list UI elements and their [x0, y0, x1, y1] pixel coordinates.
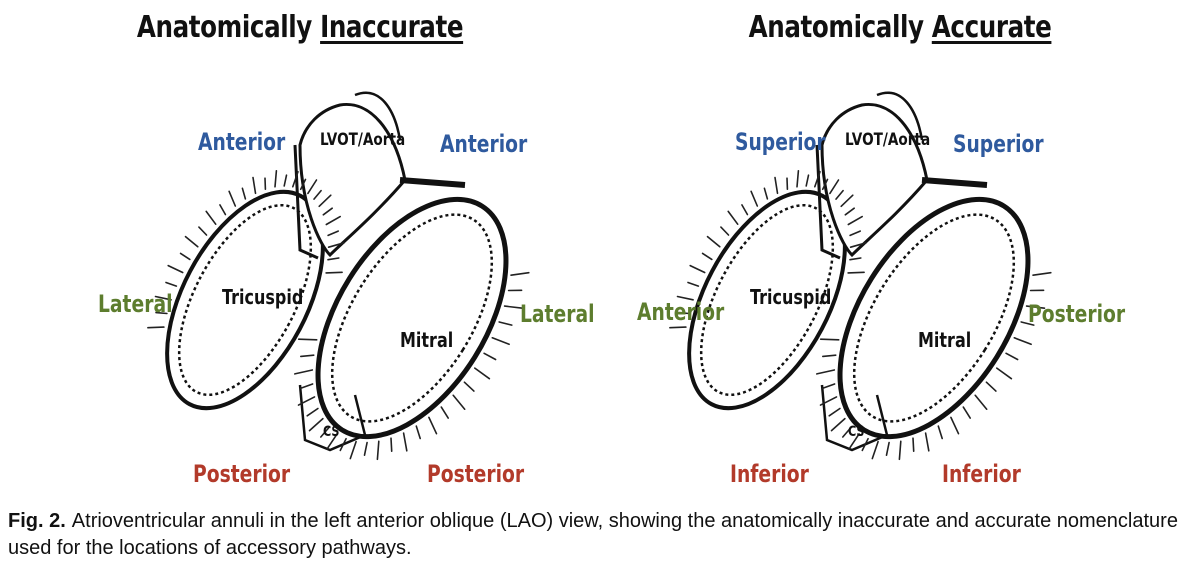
label-mid-left: Anterior	[637, 298, 725, 326]
valve-group	[669, 91, 1052, 461]
septum	[815, 144, 841, 260]
label-top-left: Anterior	[198, 128, 286, 156]
cs-label: CS	[323, 424, 340, 440]
panel-inaccurate: Anatomically Inaccurate Anterior Anterio…	[0, 0, 600, 500]
tricuspid-annulus	[165, 189, 325, 411]
label-bottom-right: Posterior	[427, 460, 525, 488]
panel-title: Anatomically Inaccurate	[136, 10, 464, 45]
mitral-leaflets	[330, 213, 494, 423]
cs-label: CS	[848, 424, 865, 440]
tricuspid-ticks	[669, 170, 867, 329]
tricuspid-leaflets	[699, 203, 835, 397]
title-emphasis: Inaccurate	[320, 10, 464, 45]
tricuspid-label: Tricuspid	[750, 285, 832, 309]
aorta-label: LVOT/Aorta	[320, 130, 406, 150]
figure-caption: Fig. 2.Atrioventricular annuli in the le…	[8, 508, 1192, 562]
aortic-root	[820, 102, 929, 258]
valve-diagram	[669, 91, 1052, 461]
label-top-right: Superior	[953, 130, 1044, 158]
label-mid-right: Lateral	[520, 300, 595, 328]
septum	[293, 144, 319, 260]
mitral-ticks	[293, 271, 530, 461]
panel-title: Anatomically Accurate	[748, 10, 1052, 45]
fibrous-trigone	[921, 177, 988, 188]
valve-group	[147, 91, 530, 461]
mitral-label: Mitral	[400, 328, 454, 352]
coronary-sinus	[298, 384, 367, 452]
tricuspid-label: Tricuspid	[222, 285, 304, 309]
label-mid-left: Lateral	[98, 290, 173, 318]
fibrous-trigone	[399, 177, 466, 188]
aorta-label: LVOT/Aorta	[845, 130, 931, 150]
label-bottom-right: Inferior	[942, 460, 1021, 488]
mitral-leaflets	[852, 213, 1016, 423]
aortic-wall	[354, 91, 402, 141]
label-top-right: Anterior	[440, 130, 528, 158]
mitral-annulus	[837, 196, 1031, 440]
mitral-label: Mitral	[918, 328, 972, 352]
coronary-sinus	[820, 384, 889, 452]
tricuspid-ticks	[147, 170, 345, 329]
label-mid-right: Posterior	[1028, 300, 1126, 328]
figure-label: Fig. 2.	[8, 510, 66, 532]
valve-diagram	[147, 91, 530, 461]
aortic-root	[298, 102, 407, 258]
mitral-annulus	[315, 196, 509, 440]
label-top-left: Superior	[735, 128, 826, 156]
panel-accurate: Anatomically Accurate Superior Superior …	[600, 0, 1200, 500]
aortic-wall	[876, 91, 924, 141]
tricuspid-leaflets	[177, 203, 313, 397]
tricuspid-annulus	[687, 189, 847, 411]
mitral-ticks	[815, 271, 1052, 461]
label-bottom-left: Inferior	[730, 460, 809, 488]
caption-text: Atrioventricular annuli in the left ante…	[8, 510, 1178, 559]
label-bottom-left: Posterior	[193, 460, 291, 488]
title-emphasis: Accurate	[931, 10, 1052, 45]
